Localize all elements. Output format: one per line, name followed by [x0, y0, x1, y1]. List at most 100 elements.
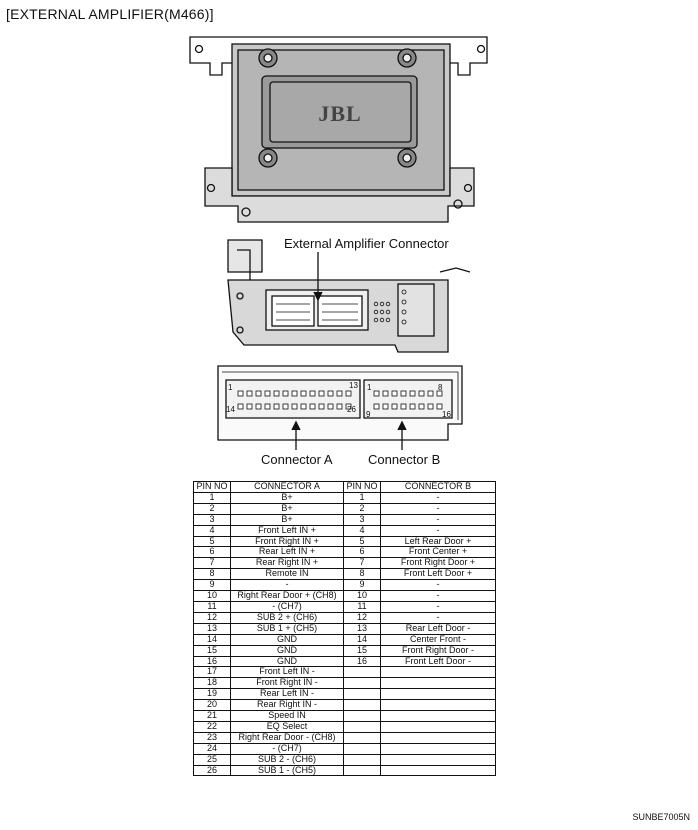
- connector-b-cell: [380, 753, 496, 766]
- pin-no-a-cell: 9: [193, 579, 231, 592]
- pin-no-b-cell: 2: [343, 502, 381, 515]
- connector-a-cell: Front Left IN +: [230, 524, 344, 537]
- pin-no-a-cell: 24: [193, 742, 231, 755]
- connector-b-cell: [380, 666, 496, 679]
- amplifier-mounting-bracket: [189, 36, 488, 76]
- pin-label-a-1: 1: [228, 383, 233, 392]
- page-title: [EXTERNAL AMPLIFIER(M466)]: [6, 6, 214, 22]
- connector-a-cell: - (CH7): [230, 742, 344, 755]
- pin-no-b-cell: 10: [343, 590, 381, 602]
- pin-no-b-cell: [343, 720, 381, 733]
- mounted-amplifier-view: [227, 239, 471, 353]
- connector-a-body: [225, 379, 361, 419]
- pin-no-b-cell: 9: [343, 579, 381, 592]
- pin-no-b-cell: [343, 742, 381, 755]
- connector-b-cell: Front Center +: [380, 546, 496, 559]
- connector-face-view: [217, 365, 463, 441]
- connector-b-cell: Center Front -: [380, 633, 496, 646]
- connector-b-cell: [380, 742, 496, 755]
- pin-no-a-cell: 10: [193, 590, 231, 602]
- pin-label-b-8: 8: [438, 383, 443, 392]
- connector-a-cell: B+: [230, 513, 344, 526]
- pin-no-a-cell: 6: [193, 546, 231, 559]
- connector-a-cell: Front Right IN -: [230, 677, 344, 690]
- connector-a-cell: Rear Right IN -: [230, 699, 344, 712]
- connector-a-cell: EQ Select: [230, 720, 344, 733]
- connector-b-cell: Front Left Door -: [380, 655, 496, 668]
- pin-no-b-cell: [343, 731, 381, 744]
- pin-label-a-13: 13: [349, 381, 358, 390]
- pin-no-b-cell: [343, 753, 381, 766]
- pin-no-a-cell: 5: [193, 535, 231, 548]
- connector-a-cell: B+: [230, 502, 344, 515]
- pin-no-a-cell: 12: [193, 611, 231, 624]
- external-amplifier-connector-label: External Amplifier Connector: [284, 236, 449, 251]
- pin-no-a-cell: 18: [193, 677, 231, 690]
- jbl-logo: JBL: [318, 101, 361, 126]
- pin-no-a-cell: 15: [193, 644, 231, 657]
- connector-a-cell: Front Left IN -: [230, 666, 344, 679]
- connector-b-cell: -: [380, 524, 496, 537]
- pin-no-a-cell: 4: [193, 524, 231, 537]
- pin-label-b-16: 16: [442, 410, 451, 419]
- connector-a-cell: Speed IN: [230, 710, 344, 722]
- pin-no-a-cell: 1: [193, 491, 231, 504]
- connector-a-label: Connector A: [261, 452, 333, 467]
- connector-a-cell: Rear Left IN +: [230, 546, 344, 559]
- connector-b-cell: [380, 764, 496, 777]
- connector-b-cell: [380, 677, 496, 690]
- pin-no-a-cell: 8: [193, 568, 231, 581]
- connector-b-cell: Front Right Door +: [380, 557, 496, 570]
- connector-a-cell: SUB 1 - (CH5): [230, 764, 344, 777]
- pin-no-b-cell: [343, 688, 381, 701]
- pin-no-a-cell: 16: [193, 655, 231, 668]
- pin-label-a-14: 14: [226, 405, 235, 414]
- header-pin-no-b: PIN NO: [343, 481, 381, 493]
- connector-b-label: Connector B: [368, 452, 441, 467]
- connector-a-cell: GND: [230, 644, 344, 657]
- connector-b-cell: Front Right Door -: [380, 644, 496, 657]
- pin-no-a-cell: 21: [193, 710, 231, 722]
- pin-label-b-1: 1: [367, 383, 372, 392]
- connector-a-cell: - (CH7): [230, 600, 344, 613]
- pin-label-a-26: 26: [347, 405, 356, 414]
- figure-code: SUNBE7005N: [632, 812, 690, 822]
- pin-no-b-cell: 15: [343, 644, 381, 657]
- connector-b-cell: [380, 710, 496, 722]
- connector-b-cell: [380, 699, 496, 712]
- pin-no-a-cell: 3: [193, 513, 231, 526]
- header-connector-b: CONNECTOR B: [380, 481, 496, 493]
- pin-no-b-cell: [343, 666, 381, 679]
- connector-a-cell: GND: [230, 655, 344, 668]
- pin-no-b-cell: 3: [343, 513, 381, 526]
- pin-no-b-cell: 5: [343, 535, 381, 548]
- pin-no-b-cell: 14: [343, 633, 381, 646]
- connector-a-cell: Remote IN: [230, 568, 344, 581]
- connector-a-cell: Front Right IN +: [230, 535, 344, 548]
- pin-no-b-cell: 12: [343, 611, 381, 624]
- pin-no-b-cell: 4: [343, 524, 381, 537]
- pin-no-a-cell: 25: [193, 753, 231, 766]
- amplifier-unit: [189, 36, 488, 223]
- connector-b-cell: -: [380, 491, 496, 504]
- pin-no-b-cell: [343, 677, 381, 690]
- connector-a-cell: Rear Right IN +: [230, 557, 344, 570]
- table-row: 24- (CH7): [193, 742, 496, 755]
- pin-no-a-cell: 23: [193, 731, 231, 744]
